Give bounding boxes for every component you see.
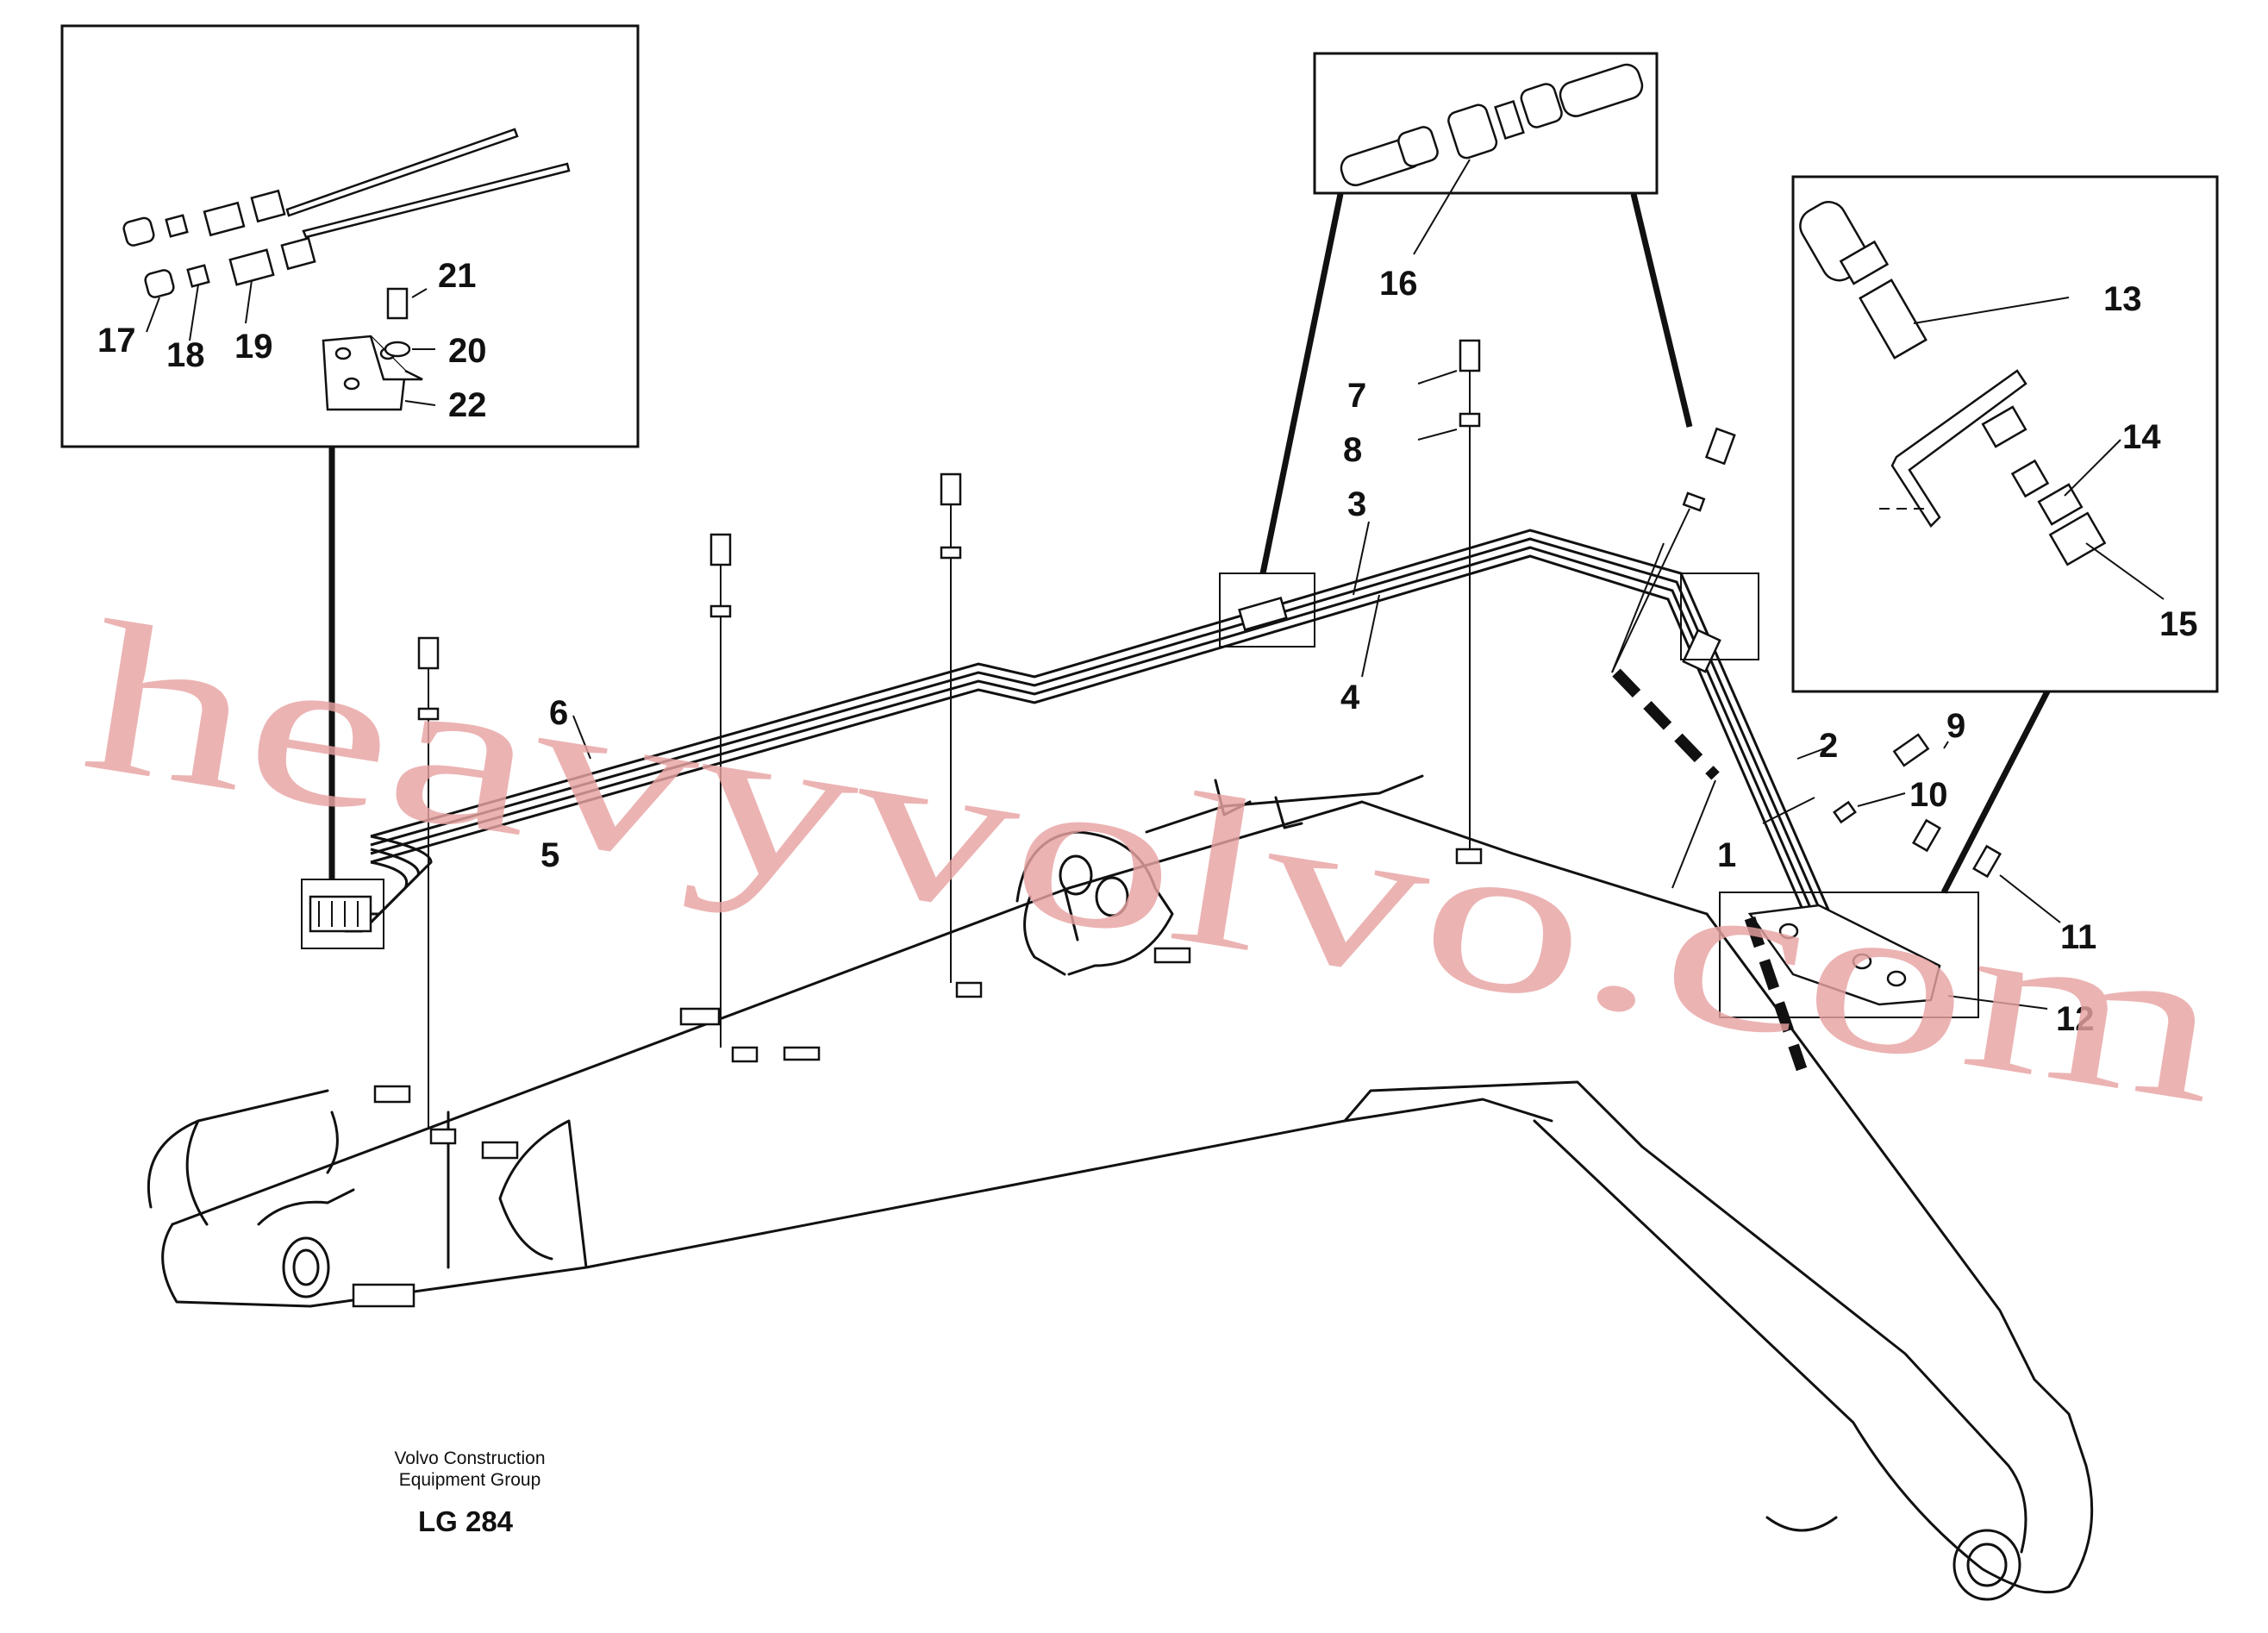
callout-22: 22 <box>448 386 487 424</box>
callout-16: 16 <box>1379 265 1418 303</box>
callout-labels: 1 2 3 4 5 6 7 8 9 10 11 12 13 14 15 16 1… <box>97 257 2198 1038</box>
callout-7: 7 <box>1347 377 1366 415</box>
caption-line-2: Equipment Group <box>399 1470 541 1490</box>
callout-8: 8 <box>1343 431 1362 469</box>
bolt-group <box>417 339 2002 1129</box>
callout-19: 19 <box>234 328 273 366</box>
caption-block: Volvo Construction Equipment Group LG 28… <box>394 1448 545 1537</box>
callout-14: 14 <box>2122 418 2161 456</box>
leader-lines <box>572 370 2061 1010</box>
callout-13: 13 <box>2103 280 2142 318</box>
callout-2: 2 <box>1819 727 1838 765</box>
callout-15: 15 <box>2159 605 2198 643</box>
callout-5: 5 <box>540 836 559 874</box>
callout-1: 1 <box>1717 836 1736 874</box>
callout-9: 9 <box>1946 707 1965 745</box>
callout-20: 20 <box>448 332 487 370</box>
inset-right <box>1791 175 2219 693</box>
drawing-code: LG 284 <box>418 1505 514 1537</box>
callout-21: 21 <box>438 257 477 295</box>
callout-4: 4 <box>1340 679 1360 716</box>
inset-top-left <box>60 24 640 448</box>
boom-arm <box>147 774 2094 1601</box>
hidden-lines <box>1611 542 1808 1072</box>
caption-line-1: Volvo Construction <box>394 1448 545 1468</box>
callout-12: 12 <box>2056 1000 2095 1038</box>
callout-18: 18 <box>166 336 205 374</box>
callout-3: 3 <box>1347 485 1366 523</box>
callout-11: 11 <box>2060 918 2096 956</box>
callout-10: 10 <box>1909 776 1948 814</box>
hydraulic-pipes <box>309 529 1941 1006</box>
inset-top-middle <box>1313 52 1659 255</box>
callout-6: 6 <box>549 694 568 732</box>
callout-17: 17 <box>97 322 136 360</box>
